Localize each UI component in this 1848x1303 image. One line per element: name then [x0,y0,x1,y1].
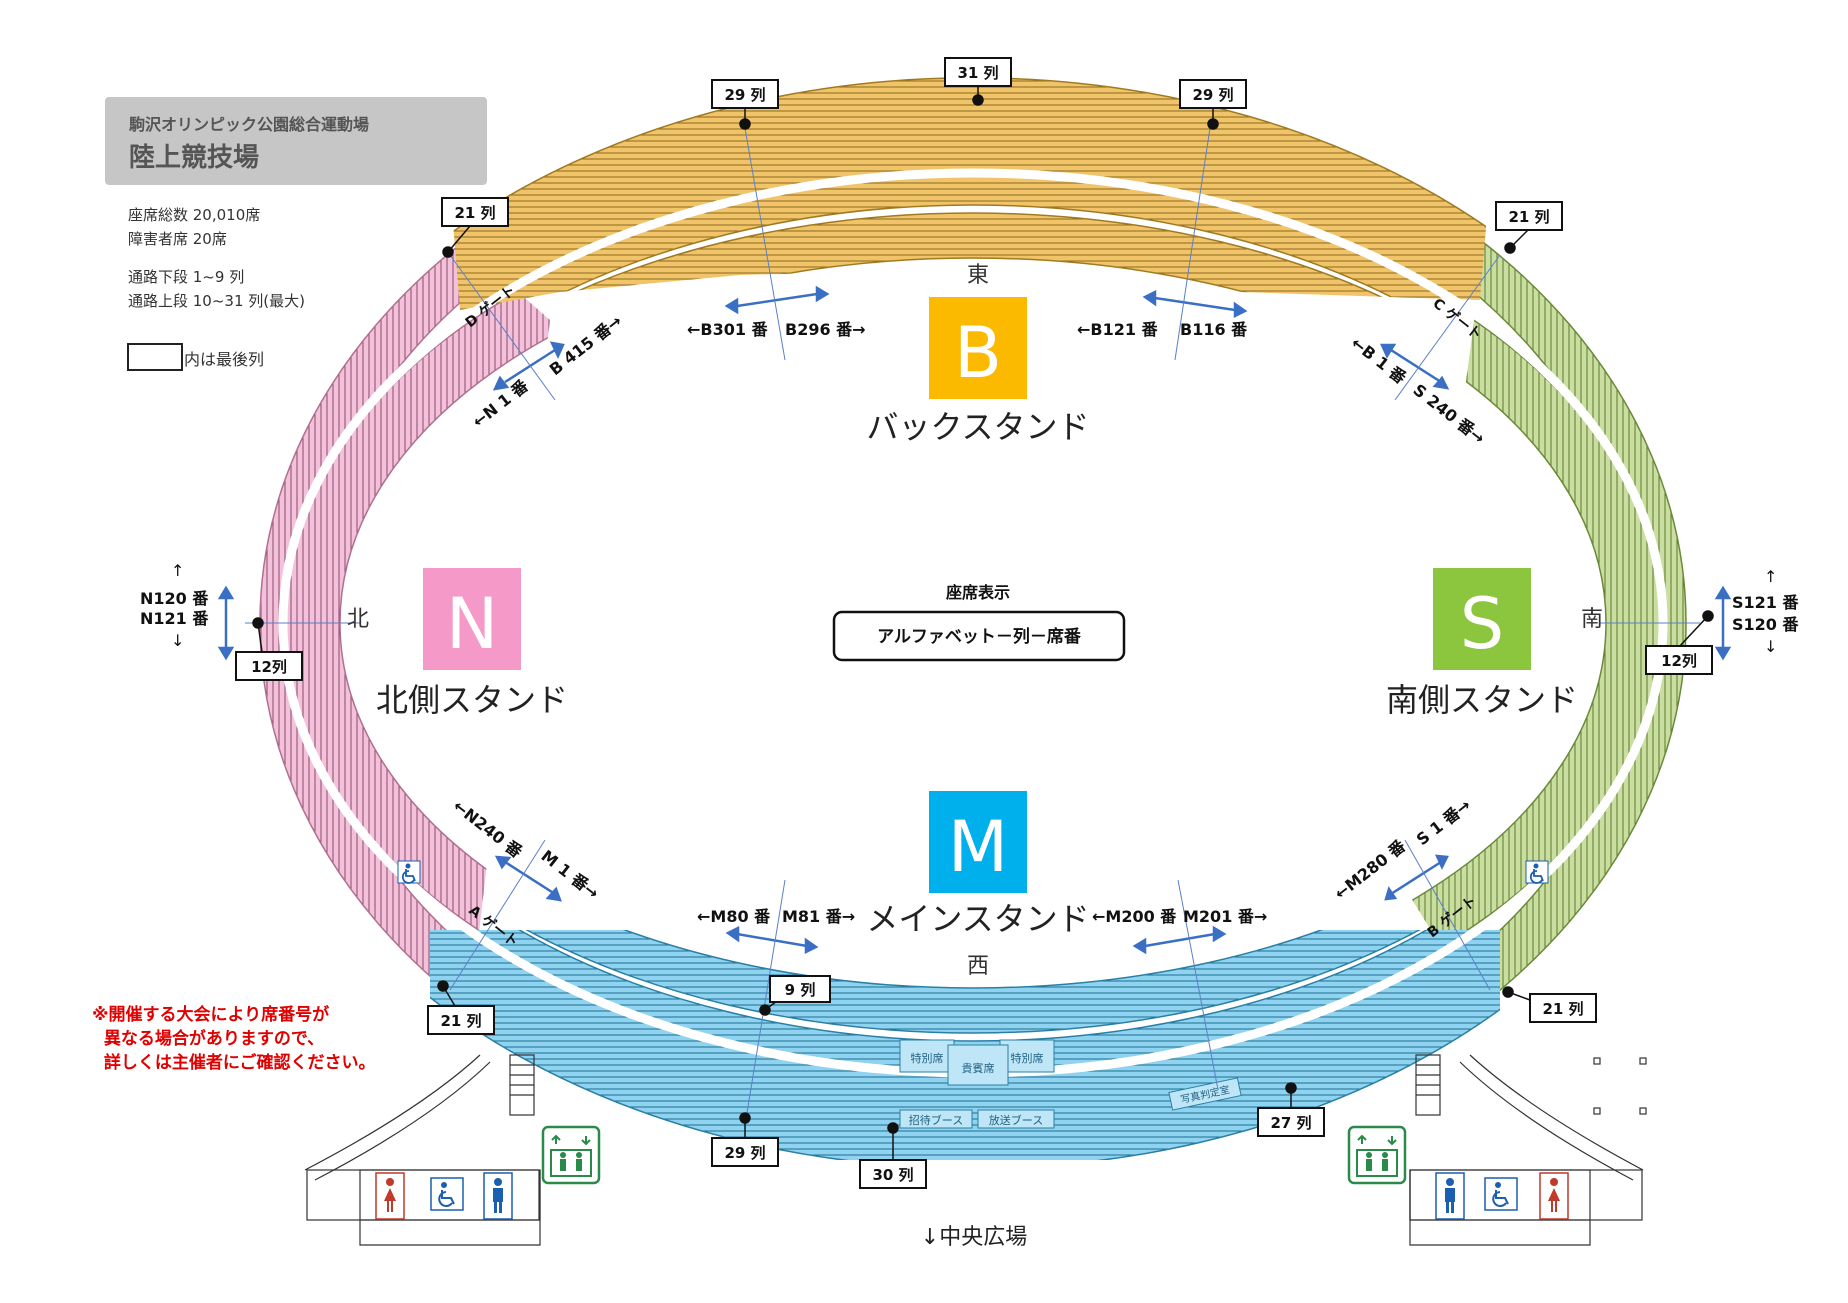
up-arrow-icon: ↑ [171,561,184,580]
seat-number: S120 番 [1732,615,1799,634]
total-seats: 座席総数 20,010席 [128,206,261,224]
down-arrow-icon: ↓ [171,631,184,650]
lower-tier-rows: 通路下段 1~9 列 [128,268,245,286]
direction-north: 北 [347,607,369,632]
last-row-legend-text: 内は最後列 [184,350,265,369]
command-booth-label: 招待ブース [909,1113,963,1127]
row-markers [252,86,1714,1160]
row-label: 21 列 [440,1012,481,1030]
restroom-female-icon [375,1172,405,1220]
seat-notation-box [832,610,1126,662]
seat-number: M 1 番→ [538,846,603,903]
restroom-male-icon [1435,1172,1465,1220]
seat-number: N120 番 [140,589,209,608]
stand-s-tile [1433,568,1531,670]
seat-number: ←B301 番 [687,320,769,339]
accessible-seats: 障害者席 20席 [128,230,227,248]
broadcast-booth-label: 放送ブース [989,1113,1043,1127]
seat-number: ←M80 番 [697,907,771,926]
wheelchair-icon [1484,1177,1518,1211]
main-stand-facilities [899,1039,1242,1129]
stand-m-name: メインスタンド [866,900,1089,938]
stand-b-tile [929,297,1027,399]
building-outlines [304,1054,1647,1246]
venue-title: 陸上競技場 [129,143,260,173]
direction-west: 西 [967,954,989,979]
seat-number: S 1 番→ [1413,795,1475,849]
row-label: 21 列 [1542,1000,1583,1018]
row-label: 9 列 [785,981,816,999]
elevator-icon [1347,1125,1407,1185]
seat-number: B296 番→ [785,320,866,339]
row-label: 29 列 [1192,86,1233,104]
row-label: 12列 [251,658,287,676]
row-label: 31 列 [957,64,998,82]
seat-number: M201 番→ [1183,907,1267,926]
stand-n-letter: N [446,583,498,665]
stand-m-tile [929,791,1027,893]
upper-tier-rows: 通路上段 10~31 列(最大) [128,292,305,310]
seat-notation-format: アルファベット－列－席番 [877,626,1082,647]
special-seat-left-label: 特別席 [911,1051,944,1065]
last-row-legend-swatch [127,343,183,371]
seat-number-notice: ※開催する大会により席番号が 異なる場合がありますので、 詳しくは主催者にご確認… [92,1005,376,1073]
seat-number: ←B 1 番 [1348,333,1411,388]
venue-subtitle: 駒沢オリンピック公園総合運動場 [129,115,370,134]
stand-s-name: 南側スタンド [1386,681,1578,719]
up-arrow-icon: ↑ [1764,567,1777,586]
section-lines [245,127,1700,1126]
row-label: 29 列 [724,86,765,104]
row-label: 30 列 [872,1166,913,1184]
row-label: 12列 [1661,652,1697,670]
seat-number: ←M200 番 [1092,907,1177,926]
vip-seat-label: 貴賓席 [962,1061,995,1075]
row-label: 27 列 [1270,1114,1311,1132]
stand-n-tile [423,568,521,670]
vertical-arrows: ↑ ↓ ↑ ↓ [171,561,1777,656]
direction-south: 南 [1581,607,1603,632]
special-seat-right-label: 特別席 [1011,1051,1044,1065]
wheelchair-icon [397,860,421,884]
main-stand-area [430,930,1500,1160]
seat-notation-heading: 座席表示 [945,583,1010,602]
seat-number: ←B121 番 [1077,320,1159,339]
restroom-male-icon [483,1172,513,1220]
seat-number: M81 番→ [782,907,855,926]
restroom-female-icon [1539,1172,1569,1220]
seat-number: ←M280 番 [1331,836,1410,903]
direction-east: 東 [967,263,989,288]
seat-number: N121 番 [140,609,209,628]
stand-n-name: 北側スタンド [376,681,568,719]
stand-s-letter: S [1460,583,1504,665]
direction-labels: 東 北 南 西 [347,263,1603,979]
stand-b-letter: B [954,312,1002,394]
central-plaza-label: ↓中央広場 [921,1225,1027,1250]
seat-number: B116 番 [1180,320,1248,339]
down-arrow-icon: ↓ [1764,637,1777,656]
stand-m-letter: M [948,806,1008,888]
stand-b-name: バックスタンド [866,408,1089,446]
wheelchair-icon [1525,860,1549,884]
elevator-icon [541,1125,601,1185]
row-label: 29 列 [724,1144,765,1162]
row-label-boxes [235,57,1713,1189]
row-label-texts: 29 列 31 列 29 列 21 列 21 列 12列 12列 21 列 21… [251,64,1697,1184]
row-label: 21 列 [1508,208,1549,226]
seat-number: S121 番 [1732,593,1799,612]
venue-title-box: 駒沢オリンピック公園総合運動場 陸上競技場 [105,97,487,185]
row-label: 21 列 [454,204,495,222]
wheelchair-icon [430,1177,464,1211]
